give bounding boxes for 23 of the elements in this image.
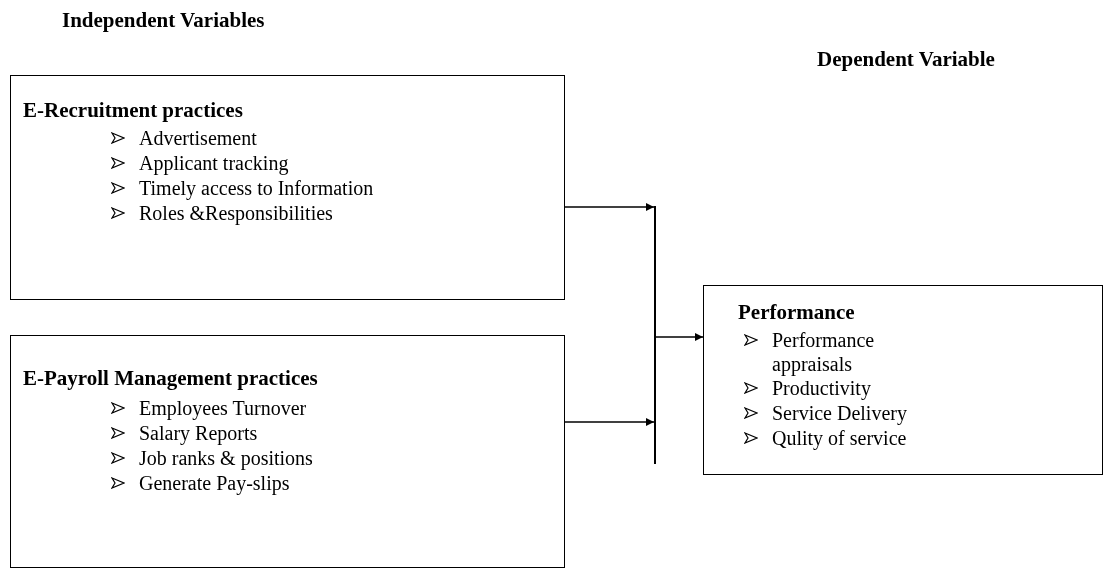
list-item-text: Roles &Responsibilities	[139, 201, 333, 226]
list-item-text: Generate Pay-slips	[139, 471, 290, 496]
list-item-text: Qulity of service	[772, 426, 907, 451]
list-item-text: Service Delivery	[772, 401, 907, 426]
list-item-text: Timely access to Information	[139, 176, 374, 201]
box-heading: E-Recruitment practices	[23, 98, 243, 123]
box-heading: Performance	[738, 300, 855, 325]
box-heading: E-Payroll Management practices	[23, 366, 318, 391]
list-item-text: Productivity	[772, 376, 871, 401]
arrow	[655, 333, 704, 341]
arrow	[564, 418, 655, 426]
list-item-text: Job ranks & positions	[139, 446, 313, 471]
section-heading: Independent Variables	[62, 8, 265, 33]
list-item-text: Applicant tracking	[139, 151, 289, 176]
variable-box	[10, 75, 565, 300]
arrow	[564, 203, 655, 211]
section-heading: Dependent Variable	[817, 47, 995, 72]
list-item-text: Employees Turnover	[139, 396, 307, 421]
list-item-text: Salary Reports	[139, 421, 258, 446]
list-item-text: Advertisement	[139, 126, 257, 151]
variable-box	[10, 335, 565, 568]
list-item-text: Performance appraisals	[772, 328, 876, 376]
variable-box	[703, 285, 1103, 475]
